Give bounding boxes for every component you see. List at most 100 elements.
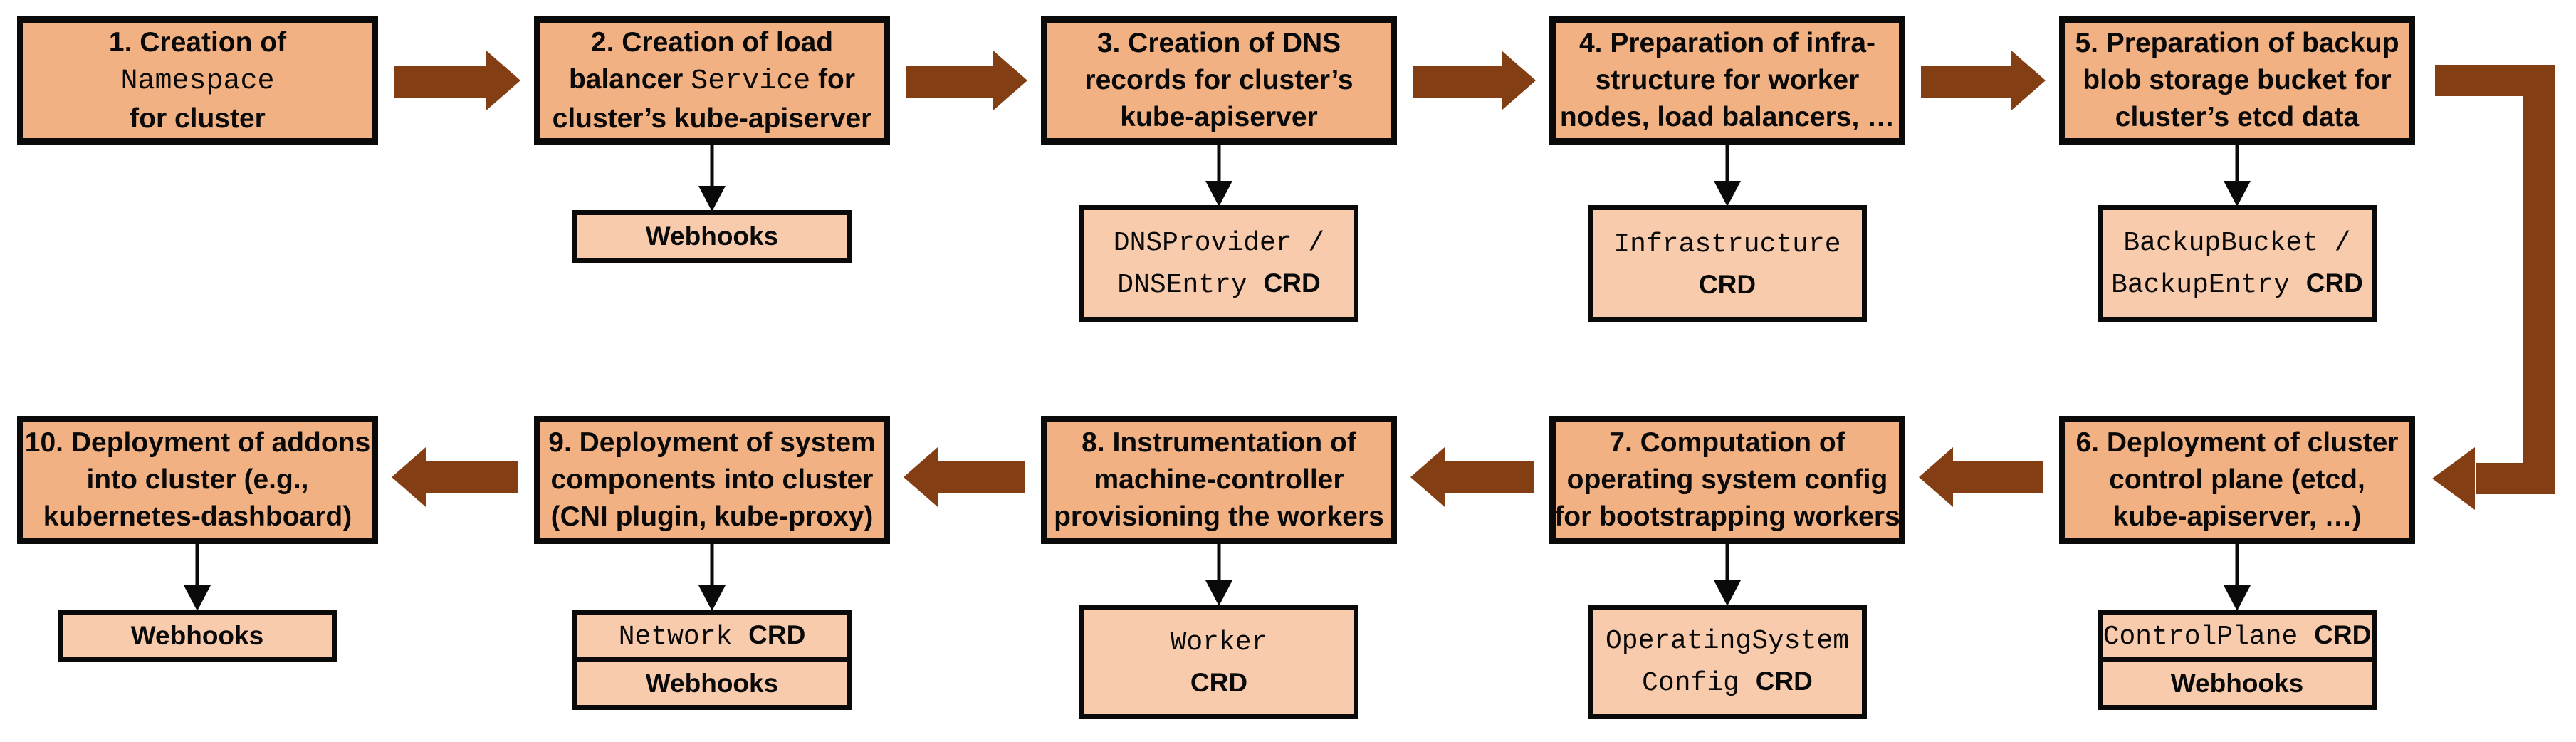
step-10-line-1: 10. Deployment of addons <box>25 424 370 461</box>
crd-backupbucket-code: BackupBucket / <box>2123 228 2351 258</box>
crd-label: CRD <box>1190 667 1248 697</box>
step-3-text-2: records for cluster’s <box>1084 65 1354 95</box>
step-7-text: 7. Computation of <box>1609 427 1845 458</box>
connector-step5-crd <box>2224 145 2251 207</box>
step-10-text-2: into cluster (e.g., <box>86 464 309 495</box>
webhooks-box-step-6: Webhooks <box>2098 657 2377 710</box>
crd-label: CRD <box>2305 268 2363 298</box>
step-box-5: 5. Preparation of backup blob storage bu… <box>2059 16 2415 145</box>
step-4-line-1: 4. Preparation of infra- <box>1579 25 1875 62</box>
flow-arrow-step1-to-step2 <box>394 51 520 110</box>
step-4-text-3: nodes, load balancers, … <box>1559 102 1895 132</box>
step-7-text-3: for bootstrapping workers <box>1554 501 1900 532</box>
step-1-line-1: 1. Creation of <box>109 24 286 61</box>
step-4-text: 4. Preparation of infra- <box>1578 28 1876 58</box>
step-box-2: 2. Creation of load balancer Service for… <box>534 16 890 145</box>
step-8-text-2: machine-controller <box>1094 464 1344 495</box>
crd-osc-line-2: Config CRD <box>1642 662 1813 704</box>
crd-config-code: Config <box>1642 668 1756 699</box>
crd-box-network: Network CRD <box>572 610 852 662</box>
crd-dns-line-1: DNSProvider / <box>1114 221 1324 263</box>
step-2-code-service: Service <box>691 65 811 98</box>
step-8-text: 8. Instrumentation of <box>1082 427 1356 458</box>
step-4-text-2: structure for worker <box>1595 65 1860 95</box>
step-3-line-2: records for cluster’s <box>1084 62 1353 99</box>
crd-label: CRD <box>1698 269 1756 299</box>
step-2-line-1: 2. Creation of load <box>591 24 833 61</box>
webhooks-text: Webhooks <box>645 221 779 251</box>
crd-osc-line-1: OperatingSystem <box>1606 620 1849 662</box>
step-9-text: 9. Deployment of system <box>548 427 876 458</box>
step-7-line-2: operating system config <box>1567 461 1888 498</box>
step-1-text-2: for cluster <box>130 103 266 134</box>
crd-label: CRD <box>748 620 806 649</box>
flow-arrow-step7-to-step8 <box>1410 447 1534 507</box>
step-3-line-3: kube-apiserver <box>1120 99 1317 136</box>
elbow-arrow-step5-to-step6 <box>2435 65 2555 494</box>
step-5-text: 5. Preparation of backup <box>2075 28 2399 58</box>
step-2-text: 2. Creation of load <box>590 26 834 58</box>
crd-worker-line-1: Worker <box>1171 621 1268 663</box>
flow-arrow-step4-to-step5 <box>1921 51 2046 110</box>
step-7-text-2: operating system config <box>1566 464 1888 495</box>
crd-box-dnsprovider-dnsentry: DNSProvider / DNSEntry CRD <box>1079 205 1358 322</box>
step-1-code-namespace: Namespace <box>120 65 275 98</box>
webhooks-text: Webhooks <box>2170 669 2304 698</box>
step-3-text: 3. Creation of DNS <box>1096 28 1341 58</box>
webhooks-box-step-9: Webhooks <box>572 657 852 710</box>
crd-worker-line-2: CRD <box>1190 663 1247 703</box>
crd-dnsprovider-code: DNSProvider / <box>1113 228 1325 258</box>
crd-backup-line-2: BackupEntry CRD <box>2111 263 2363 305</box>
crd-infrastructure-code: Infrastructure <box>1613 229 1841 260</box>
webhooks-label: Webhooks <box>2171 664 2303 704</box>
crd-box-worker: Worker CRD <box>1079 605 1358 719</box>
webhooks-label: Webhooks <box>646 664 778 704</box>
step-2-text-2: balancer <box>568 63 691 95</box>
crd-box-backupbucket-backupentry: BackupBucket / BackupEntry CRD <box>2098 205 2377 322</box>
step-box-8: 8. Instrumentation of machine-controller… <box>1041 416 1397 544</box>
connector-step9-crd <box>698 544 726 611</box>
step-box-10: 10. Deployment of addons into cluster (e… <box>17 416 378 544</box>
flow-arrow-step6-to-step7 <box>1919 447 2043 507</box>
crd-backup-line-1: BackupBucket / <box>2123 221 2350 263</box>
step-box-9: 9. Deployment of system components into … <box>534 416 890 544</box>
crd-box-infrastructure: Infrastructure CRD <box>1588 205 1867 322</box>
step-3-text-3: kube-apiserver <box>1120 102 1318 132</box>
crd-network-line: Network CRD <box>619 615 806 657</box>
crd-controlplane-line: ControlPlane CRD <box>2103 615 2372 657</box>
webhooks-box-step-10: Webhooks <box>58 610 337 662</box>
step-8-line-2: machine-controller <box>1094 461 1344 498</box>
flow-arrow-step3-to-step4 <box>1413 51 1536 110</box>
connector-step4-crd <box>1714 145 1741 207</box>
step-box-4: 4. Preparation of infra- structure for w… <box>1549 16 1905 145</box>
flow-arrow-step9-to-step10 <box>392 447 518 507</box>
connector-step3-crd <box>1205 145 1232 207</box>
step-2-text-3: for <box>810 63 856 95</box>
crd-infra-line-1: Infrastructure <box>1613 223 1841 265</box>
step-box-6: 6. Deployment of cluster control plane (… <box>2059 416 2415 544</box>
step-10-line-3: kubernetes-dashboard) <box>43 498 352 535</box>
step-9-line-1: 9. Deployment of system <box>548 424 875 461</box>
connector-step7-crd <box>1714 544 1741 606</box>
step-9-line-3: (CNI plugin, kube-proxy) <box>551 498 874 535</box>
step-5-line-1: 5. Preparation of backup <box>2075 25 2399 62</box>
webhooks-box-step-2: Webhooks <box>572 210 852 263</box>
step-10-text: 10. Deployment of addons <box>24 427 371 458</box>
step-1-line-2: Namespace <box>120 61 274 100</box>
step-6-line-2: control plane (etcd, <box>2109 461 2365 498</box>
crd-infra-line-2: CRD <box>1699 265 1756 305</box>
step-5-line-2: blob storage bucket for <box>2083 62 2391 99</box>
step-6-text: 6. Deployment of cluster <box>2075 427 2399 458</box>
step-9-text-3: (CNI plugin, kube-proxy) <box>550 501 874 532</box>
step-7-line-3: for bootstrapping workers <box>1554 498 1900 535</box>
webhooks-label: Webhooks <box>131 616 263 656</box>
crd-worker-code: Worker <box>1170 627 1268 658</box>
crd-box-controlplane: ControlPlane CRD <box>2098 610 2377 662</box>
step-9-text-2: components into cluster <box>550 464 874 495</box>
step-4-line-3: nodes, load balancers, … <box>1560 99 1895 136</box>
step-5-line-3: cluster’s etcd data <box>2115 99 2359 136</box>
step-4-line-2: structure for worker <box>1596 62 1860 99</box>
connector-step8-crd <box>1205 544 1232 606</box>
step-10-line-2: into cluster (e.g., <box>86 461 308 498</box>
